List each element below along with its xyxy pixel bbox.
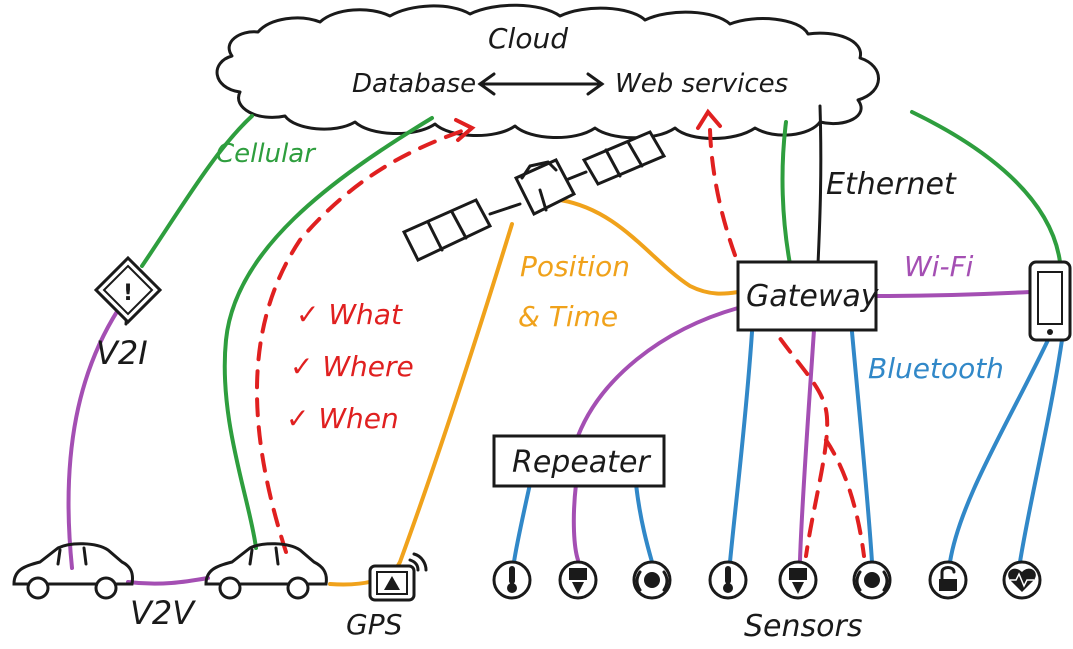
satellite-icon [401, 130, 667, 262]
sensors-label: Sensors [744, 609, 862, 644]
tablet-icon [1028, 260, 1072, 342]
ethernet-line [816, 104, 823, 266]
cellular-line-v2i [140, 114, 254, 268]
bt-line-6 [1018, 338, 1064, 564]
heart-monitor-icon [1002, 560, 1042, 600]
position-line-gateway [558, 198, 740, 296]
web-services-label: Web services [615, 69, 788, 99]
wifi-label: Wi-Fi [904, 250, 974, 283]
wifi-line-repeater-meter [571, 482, 580, 562]
data-flow-to-database [255, 126, 472, 554]
gps-label: GPS [346, 608, 402, 641]
thermometer-icon [492, 560, 532, 600]
wifi-line-sensor-meter [798, 328, 816, 562]
wifi-line-repeater [576, 306, 740, 438]
cloud-title: Cloud [488, 22, 568, 55]
repeater-label: Repeater [512, 445, 651, 480]
bt-line-5 [948, 338, 1050, 564]
ethernet-label: Ethernet [826, 167, 957, 202]
thermometer-icon [708, 560, 748, 600]
sync-arrow [477, 72, 605, 96]
gps-device-icon [368, 552, 428, 602]
data-flow-arrowhead-1 [454, 118, 476, 142]
v2i-label: V2I [96, 334, 148, 372]
repeater-node: Repeater [492, 434, 666, 488]
bt-line-4 [850, 330, 874, 564]
check-where: ✓ Where [290, 350, 414, 383]
cellular-line-car [222, 116, 434, 550]
bt-line-2 [634, 482, 654, 564]
data-flow-sensor-alarm [824, 438, 866, 558]
bt-line-1 [512, 482, 532, 564]
v2v-label: V2V [130, 594, 196, 632]
cellular-line-tablet [910, 110, 1062, 264]
data-flow-to-webservices [708, 128, 830, 558]
cellular-line-gateway [780, 120, 792, 266]
cellular-label: Cellular [216, 139, 317, 169]
alarm-icon [852, 560, 892, 600]
check-when: ✓ When [286, 402, 399, 435]
position-label: Position [520, 250, 630, 283]
check-what: ✓ What [296, 298, 403, 331]
lock-icon [928, 560, 968, 600]
v2i-link [66, 308, 120, 570]
svg-text:!: ! [123, 281, 133, 306]
v2v-link [126, 576, 210, 586]
wifi-line-tablet [876, 290, 1032, 298]
warning-sign-icon: ! [93, 255, 163, 326]
data-flow-arrowhead-2 [696, 108, 722, 130]
gateway-label: Gateway [746, 279, 880, 314]
meter-icon [778, 560, 818, 600]
car-icon [12, 542, 134, 600]
checklist: ✓ What ✓ Where ✓ When [286, 298, 414, 435]
bt-line-3 [728, 330, 754, 564]
time-label: & Time [518, 300, 618, 333]
alarm-icon [632, 560, 672, 600]
car-icon [204, 542, 328, 600]
gateway-node: Gateway [736, 260, 880, 332]
database-label: Database [352, 69, 476, 99]
meter-icon [558, 560, 598, 600]
bluetooth-label: Bluetooth [868, 352, 1004, 385]
